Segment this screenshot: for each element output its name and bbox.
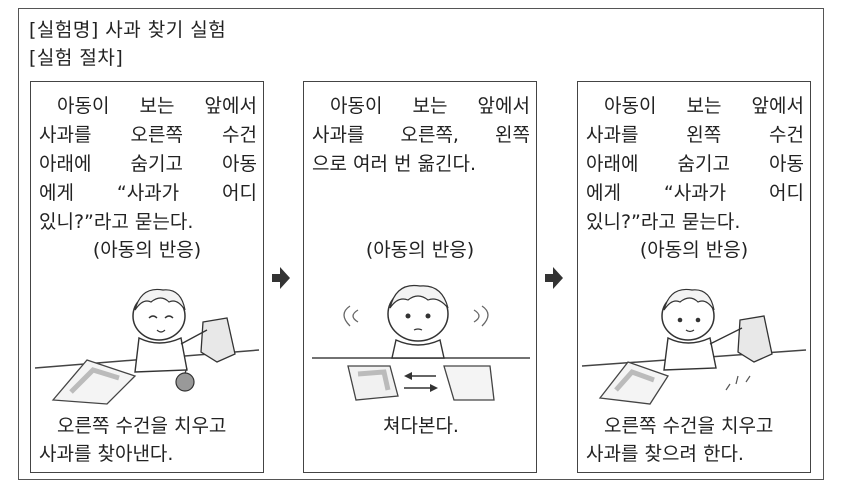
procedure-heading: [실험 절차] [29,47,124,69]
instruction-line: 아래에 숨기고 아동 [586,153,804,175]
instruction-line: 으로 여러 번 옮긴다. [312,153,476,175]
reaction-label: (아동의 반응) [365,239,475,261]
panel-1-instruction: 아동이 보는 앞에서 사과를 오른쪽 수건 아래에 숨기고 아동 에게 “사과가… [39,92,257,237]
reaction-label: (아동의 반응) [92,239,202,261]
panel-1-result: 오른쪽 수건을 치우고 사과를 찾아낸다. [39,412,257,468]
reaction-label: (아동의 반응) [639,239,749,261]
procedure-panel-3: 아동이 보는 앞에서 사과를 왼쪽 수건 아래에 숨기고 아동 에게 “사과가 … [577,81,811,473]
panel-2-result: 쳐다본다. [312,412,530,440]
instruction-line: 아동이 보는 앞에서 [604,95,804,117]
instruction-line: 있니?”라고 묻는다. [586,211,741,233]
result-line: 쳐다본다. [383,415,459,437]
instruction-line: 사과를 오른쪽, 왼쪽 [312,124,530,146]
right-arrow-icon [545,267,563,289]
panel-3-result: 오른쪽 수건을 치우고 사과를 찾으려 한다. [586,412,804,468]
instruction-line: 아동이 보는 앞에서 [330,95,530,117]
instruction-line: 아래에 숨기고 아동 [39,153,257,175]
experiment-title: [실험명] 사과 찾기 실험 [29,19,227,41]
instruction-line: 에게 “사과가 어디 [39,182,257,204]
panel-3-instruction: 아동이 보는 앞에서 사과를 왼쪽 수건 아래에 숨기고 아동 에게 “사과가 … [586,92,804,237]
result-line: 오른쪽 수건을 치우고 [604,415,774,437]
result-line: 사과를 찾으려 한다. [586,443,744,465]
procedure-panel-1: 아동이 보는 앞에서 사과를 오른쪽 수건 아래에 숨기고 아동 에게 “사과가… [30,81,264,473]
instruction-line: 사과를 오른쪽 수건 [39,124,257,146]
result-line: 사과를 찾아낸다. [39,443,174,465]
right-arrow-icon [272,267,290,289]
procedure-panel-2: 아동이 보는 앞에서 사과를 오른쪽, 왼쪽 으로 여러 번 옮긴다. (아동의… [303,81,537,473]
child-finds-apple-illustration [34,288,260,405]
child-watching-illustration [312,284,530,401]
instruction-line: 에게 “사과가 어디 [586,182,804,204]
result-line: 오른쪽 수건을 치우고 [57,415,227,437]
instruction-line: 사과를 왼쪽 수건 [586,124,804,146]
experiment-frame: [실험명] 사과 찾기 실험 [실험 절차] 아동이 보는 앞에서 사과를 오른… [18,8,824,480]
panel-2-instruction: 아동이 보는 앞에서 사과를 오른쪽, 왼쪽 으로 여러 번 옮긴다. [312,92,530,179]
instruction-line: 있니?”라고 묻는다. [39,211,194,233]
instruction-line: 아동이 보는 앞에서 [57,95,257,117]
child-searching-illustration [581,288,807,405]
